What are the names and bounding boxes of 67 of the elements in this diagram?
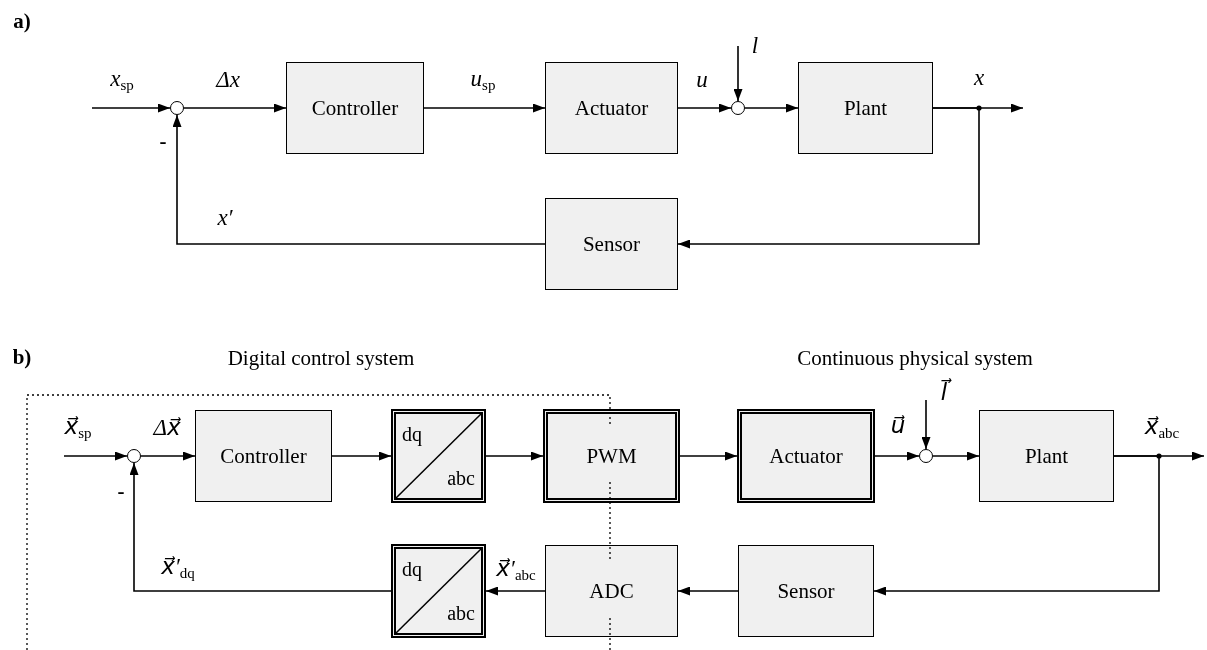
signal-label: x⃗$_{abc}$	[1144, 414, 1180, 442]
arrow	[423, 103, 546, 113]
arrow	[91, 103, 171, 113]
block-label: Sensor	[777, 578, 835, 604]
block	[543, 409, 680, 503]
signal-label: x′	[217, 205, 233, 231]
arrow	[485, 586, 546, 596]
signal-label: x	[973, 65, 985, 91]
arrow	[677, 103, 732, 113]
text-label: -	[159, 130, 167, 154]
signal-label: u⃗	[890, 413, 906, 439]
summing-junction	[127, 449, 141, 463]
signal-label: x⃗$_{sp}$	[64, 414, 92, 442]
block-label: abc	[447, 603, 475, 623]
block-label: Actuator	[769, 443, 843, 469]
text-label: a)	[13, 10, 31, 34]
summing-junction	[731, 101, 745, 115]
arrow	[873, 455, 1160, 596]
block	[979, 410, 1114, 502]
signal-label: Δx⃗	[153, 415, 181, 441]
text-label: b)	[12, 346, 32, 370]
block	[545, 198, 678, 290]
arrow	[677, 107, 980, 249]
arrow	[183, 103, 287, 113]
text-label: -	[117, 480, 125, 504]
signal-label: x$_{sp}$	[110, 66, 134, 94]
block-label: ADC	[589, 578, 634, 604]
signal-label: x⃗′$_{dq}$	[161, 554, 195, 582]
block-label: Plant	[1024, 443, 1069, 469]
text-label: Digital control system	[227, 347, 415, 371]
block-label: PWM	[586, 443, 637, 469]
arrow	[63, 451, 128, 461]
arrow	[921, 399, 931, 450]
arrow	[932, 451, 980, 461]
arrow	[679, 451, 738, 461]
arrow	[485, 451, 544, 461]
block-label: abc	[447, 468, 475, 488]
signal-label: Δx	[216, 67, 240, 93]
arrow	[744, 103, 799, 113]
block-label: dq	[402, 559, 422, 579]
arrow	[874, 451, 920, 461]
block	[545, 62, 678, 154]
arrow	[733, 45, 743, 102]
block	[195, 410, 332, 502]
block-label: Sensor	[582, 231, 641, 257]
block	[737, 409, 875, 503]
arrow	[140, 451, 196, 461]
signal-label: u$_{sp}$	[470, 66, 496, 94]
block-label: dq	[402, 424, 422, 444]
block	[738, 545, 874, 637]
summing-junction	[919, 449, 933, 463]
block	[545, 545, 678, 637]
block-label: Controller	[220, 443, 307, 469]
block	[286, 62, 424, 154]
block-label: Plant	[843, 95, 888, 121]
arrow	[172, 114, 546, 245]
block-label: Controller	[311, 95, 399, 121]
arrow	[129, 462, 392, 592]
signal-label: l	[751, 33, 759, 59]
arrow	[331, 451, 392, 461]
block-label: Actuator	[574, 95, 649, 121]
text-label: Continuous physical system	[797, 347, 1033, 371]
signal-label: x⃗′$_{abc}$	[496, 556, 536, 584]
block	[798, 62, 933, 154]
signal-label: u	[696, 67, 708, 93]
summing-junction	[170, 101, 184, 115]
arrow	[677, 586, 739, 596]
